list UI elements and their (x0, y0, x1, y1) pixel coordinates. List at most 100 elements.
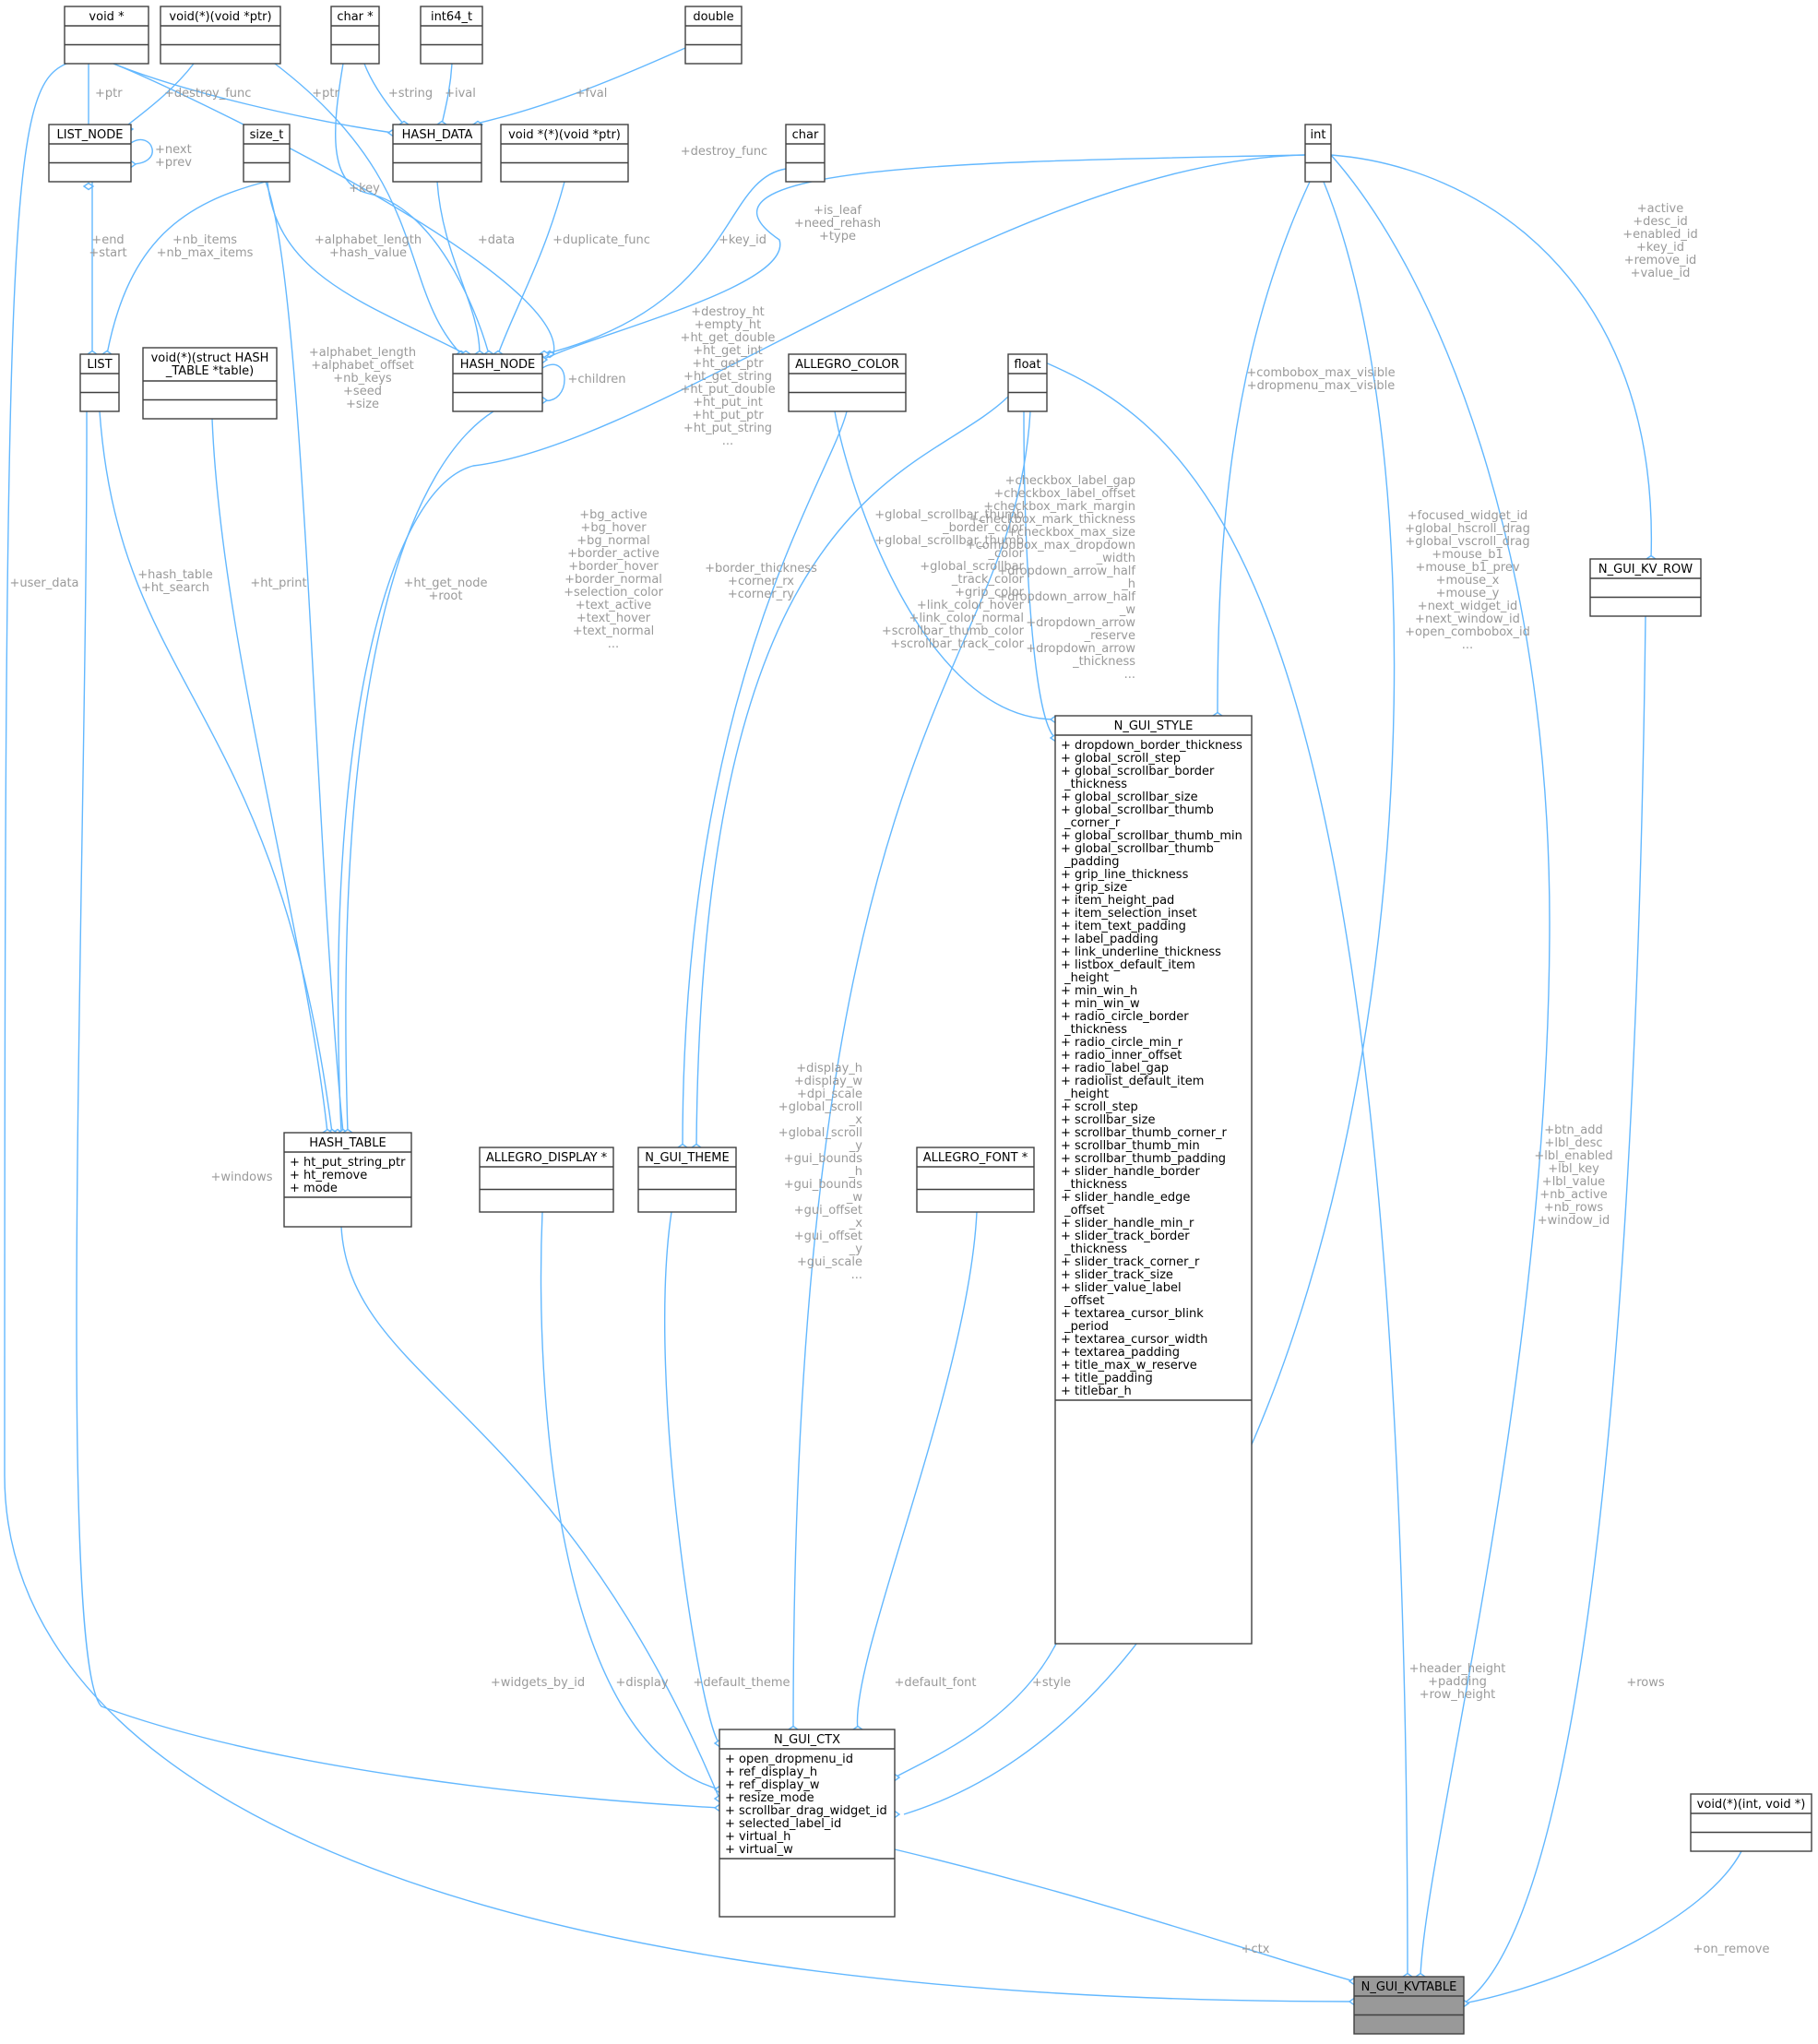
edge-label-line: +alphabet_offset (311, 359, 414, 373)
edge-label-line: +ptr (95, 87, 123, 101)
attribute-line: + global_scroll_step (1061, 752, 1181, 766)
node-title: int64_t (431, 10, 472, 24)
association-edge (894, 1848, 1355, 1982)
attribute-line: + open_dropmenu_id (725, 1753, 853, 1766)
n-gui-style-struct[interactable]: N_GUI_STYLE+ dropdown_border_thickness+ … (1054, 715, 1253, 1645)
allegro-color-type-node[interactable]: ALLEGRO_COLOR (788, 353, 907, 412)
edge-label-line: +open_combobox_id (1405, 625, 1530, 639)
node-title: int (1311, 128, 1326, 142)
edge-label-line: +scrollbar_track_color (890, 637, 1024, 651)
int-type-node[interactable]: int (1304, 124, 1332, 183)
node-title: N_GUI_KV_ROW (1598, 563, 1693, 576)
attribute-line: + titlebar_h (1061, 1384, 1132, 1398)
duplicate-func-pointer-type-node[interactable]: void *(*)(void *ptr) (500, 124, 629, 183)
edge-label-line: +link_color_normal (909, 612, 1024, 625)
node-title: void(*)(struct HASH_TABLE *table) (151, 351, 269, 378)
node-title: N_GUI_STYLE (1114, 719, 1194, 733)
association-edge (267, 181, 467, 355)
hash-node-struct[interactable]: HASH_NODE (452, 353, 543, 412)
node-title: HASH_NODE (460, 358, 535, 372)
allegro-font-type-node[interactable]: ALLEGRO_FONT * (916, 1147, 1035, 1213)
edge-label-destroy-func-ln: +destroy_func (164, 87, 251, 101)
edge-label-line: +default_theme (693, 1676, 790, 1690)
n-gui-kv-row-struct[interactable]: N_GUI_KV_ROW (1589, 558, 1702, 617)
edge-label-line: _h (848, 1165, 862, 1179)
attribute-line: _corner_r (1061, 816, 1121, 830)
edge-label-line: _y (849, 1242, 863, 1256)
node-attributes: + ht_put_string_ptr+ ht_remove+ mode (290, 1156, 406, 1195)
list-node-struct[interactable]: LIST_NODE (48, 124, 132, 183)
attribute-line: + ht_put_string_ptr (290, 1156, 406, 1170)
attribute-line: + min_win_w (1061, 997, 1140, 1011)
int64-type-node[interactable]: int64_t (420, 6, 483, 65)
edge-label-line: +next_widget_id (1418, 600, 1517, 613)
edge-label-line: +border_normal (564, 573, 662, 587)
float-type-node[interactable]: float (1007, 353, 1048, 412)
edge-labels-layer: +ptr+destroy_func+ptr+string+ival+fval+n… (9, 87, 1769, 1956)
association-edge (682, 410, 848, 1148)
size-t-type-node[interactable]: size_t (243, 124, 291, 183)
edge-label-line: +mouse_b1 (1432, 548, 1503, 562)
edge-label-line: +ptr (312, 87, 339, 101)
attribute-line: _thickness (1061, 1178, 1127, 1192)
attribute-line: + ref_display_w (725, 1778, 820, 1792)
association-edge (792, 410, 1031, 1730)
edge-label-line: +ht_search (141, 581, 209, 595)
edge-label-line: +border_thickness (705, 562, 817, 576)
destroy-func-pointer-type-node[interactable]: void(*)(void *ptr) (160, 6, 281, 65)
n-gui-ctx-struct[interactable]: N_GUI_CTX+ open_dropmenu_id+ ref_display… (719, 1729, 896, 1918)
edge-label-line: +dropdown_arrow (1026, 616, 1135, 630)
edge-label-ptr-ln: +ptr (95, 87, 123, 101)
attribute-line: + textarea_cursor_width (1061, 1333, 1207, 1347)
edge-label-line: +nb_keys (333, 372, 392, 386)
node-title-line: ALLEGRO_FONT * (923, 1151, 1028, 1165)
attribute-line: + slider_track_size (1061, 1268, 1173, 1282)
association-edge (540, 1211, 720, 1790)
association-edge (265, 181, 344, 1134)
attribute-line: + radio_label_gap (1061, 1062, 1169, 1075)
edge-label-line: +alphabet_length (309, 346, 416, 360)
attribute-line: + scrollbar_thumb_corner_r (1061, 1126, 1228, 1140)
on-remove-func-pointer-type-node[interactable]: void(*)(int, void *) (1690, 1793, 1812, 1852)
double-type-node[interactable]: double (684, 6, 743, 65)
edge-label-display-ctx: +display_h+display_w+dpi_scale+global_sc… (778, 1062, 863, 1282)
edge-label-nb-items: +nb_items+nb_max_items (157, 233, 254, 260)
n-gui-theme-struct[interactable]: N_GUI_THEME (637, 1147, 737, 1213)
attribute-line: + global_scrollbar_size (1061, 790, 1198, 804)
node-title-line: ALLEGRO_DISPLAY * (486, 1151, 608, 1165)
edge-label-line: +checkbox_max_size (1007, 526, 1135, 540)
edge-label-line: +gui_offset (794, 1204, 862, 1218)
edge-label-line: _x (849, 1217, 863, 1230)
list-struct[interactable]: LIST (79, 353, 120, 412)
char-type-node[interactable]: char (785, 124, 826, 183)
node-title: N_GUI_KVTABLE (1361, 1980, 1457, 1994)
attribute-line: _thickness (1061, 1242, 1127, 1256)
hash-table-struct[interactable]: HASH_TABLE+ ht_put_string_ptr+ ht_remove… (283, 1132, 412, 1228)
allegro-display-type-node[interactable]: ALLEGRO_DISPLAY * (479, 1147, 614, 1213)
node-title-line: N_GUI_STYLE (1114, 719, 1194, 733)
edge-label-line: +children (567, 373, 625, 386)
edge-label-bg-theme: +bg_active+bg_hover+bg_normal+border_act… (564, 508, 663, 651)
ht-print-func-pointer-type-node[interactable]: void(*)(struct HASH_TABLE *table) (142, 347, 278, 420)
hash-data-struct[interactable]: HASH_DATA (392, 124, 482, 183)
edge-label-line: +gui_bounds (784, 1152, 862, 1166)
edge-label-user-data: +user_data (9, 576, 78, 590)
edge-label-line: +grip_color (955, 586, 1025, 600)
edge-label-line: +display_w (794, 1075, 863, 1088)
association-edge (436, 181, 481, 355)
edge-label-line: +root (429, 589, 463, 603)
edge-label-line: +active (1637, 202, 1683, 216)
node-box (916, 1147, 1035, 1213)
attribute-line: + textarea_padding (1061, 1346, 1180, 1360)
void-pointer-type-node[interactable]: void * (64, 6, 149, 65)
association-edge (106, 181, 267, 355)
char-pointer-type-node[interactable]: char * (330, 6, 380, 65)
edges-layer (4, 47, 1742, 2008)
association-edge (113, 63, 555, 355)
node-title: void(*)(int, void *) (1697, 1798, 1806, 1812)
edge-label-line: _reserve (1084, 629, 1135, 643)
edge-label-line: +corner_ry (728, 588, 795, 601)
attribute-line: + slider_track_corner_r (1061, 1255, 1200, 1269)
edge-label-checkbox-style: +checkbox_label_gap+checkbox_label_offse… (966, 474, 1136, 682)
n-gui-kvtable-struct[interactable]: N_GUI_KVTABLE (1353, 1976, 1465, 2035)
